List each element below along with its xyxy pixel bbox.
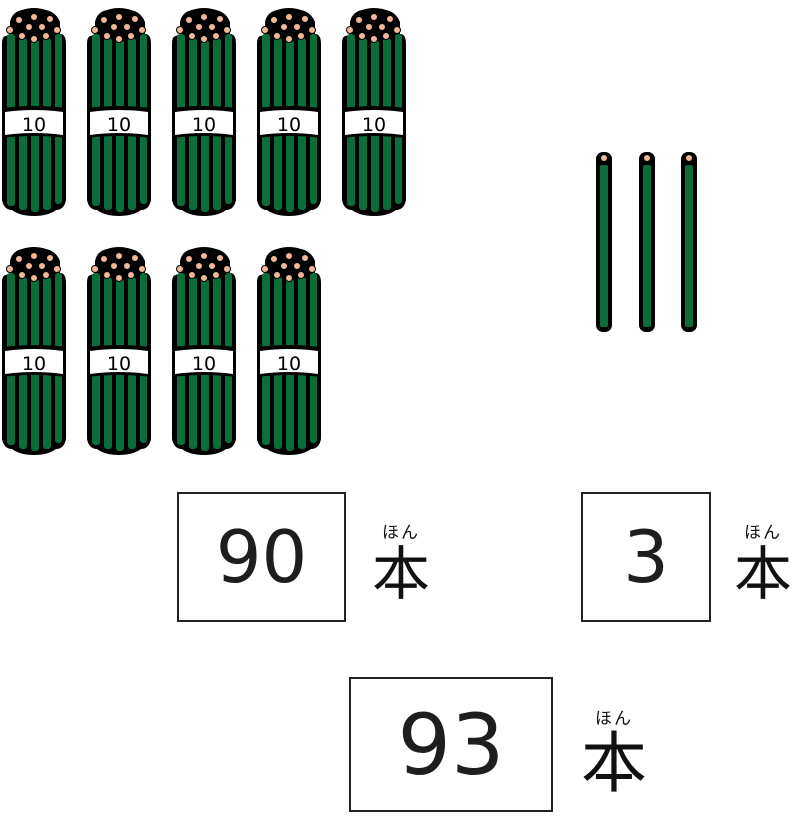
pencil-bundle: 10: [0, 4, 68, 217]
pencil-bundle: 10: [340, 4, 408, 217]
pencil-bundle: 10: [170, 243, 238, 456]
bundle-label: 10: [22, 114, 46, 136]
total-answer-box: 93: [349, 677, 553, 812]
pencil-bundle-icon: 10: [256, 7, 322, 217]
tens-unit: ほん 本: [366, 518, 436, 605]
pencil-bundle-icon: 10: [256, 246, 322, 456]
loose-pencil: [638, 151, 656, 333]
tens-answer-box: 90: [177, 492, 346, 622]
bundle-label: 10: [107, 114, 131, 136]
ones-answer-box: 3: [581, 492, 711, 622]
loose-pencil: [595, 151, 613, 333]
pencil-bundle-icon: 10: [171, 7, 237, 217]
pencil-bundle-icon: 10: [86, 7, 152, 217]
pencil-bundle-icon: 10: [1, 7, 67, 217]
loose-pencil: [680, 151, 698, 333]
bundle-label: 10: [107, 353, 131, 375]
pencil-bundle-icon: 10: [171, 246, 237, 456]
pencil-bundle: 10: [170, 4, 238, 217]
bundle-label: 10: [362, 114, 386, 136]
pencil-bundle: 10: [255, 243, 323, 456]
pencil-icon: [595, 151, 613, 333]
bundle-label: 10: [277, 114, 301, 136]
pencil-bundle: 10: [85, 243, 153, 456]
ones-unit-ruby: ほん: [744, 523, 782, 543]
pencil-bundle-icon: 10: [341, 7, 407, 217]
ones-value: 3: [623, 515, 669, 599]
pencil-icon: [638, 151, 656, 333]
pencil-bundle: 10: [85, 4, 153, 217]
bundle-label: 10: [277, 353, 301, 375]
ones-unit: ほん 本: [728, 518, 798, 605]
total-unit-ruby: ほん: [595, 709, 633, 729]
tens-value: 90: [215, 515, 308, 599]
pencil-bundle: 10: [0, 243, 68, 456]
pencil-bundle-icon: 10: [1, 246, 67, 456]
bundle-label: 10: [192, 114, 216, 136]
total-unit: ほん 本: [574, 704, 654, 799]
tens-unit-ruby: ほん: [382, 523, 420, 543]
pencil-bundle: 10: [255, 4, 323, 217]
tens-unit-kanji: 本: [371, 540, 430, 608]
pencil-icon: [680, 151, 698, 333]
ones-unit-kanji: 本: [733, 540, 792, 608]
total-value: 93: [397, 695, 505, 794]
bundle-label: 10: [192, 353, 216, 375]
bundle-label: 10: [22, 353, 46, 375]
total-unit-kanji: 本: [581, 725, 647, 802]
pencil-bundle-icon: 10: [86, 246, 152, 456]
